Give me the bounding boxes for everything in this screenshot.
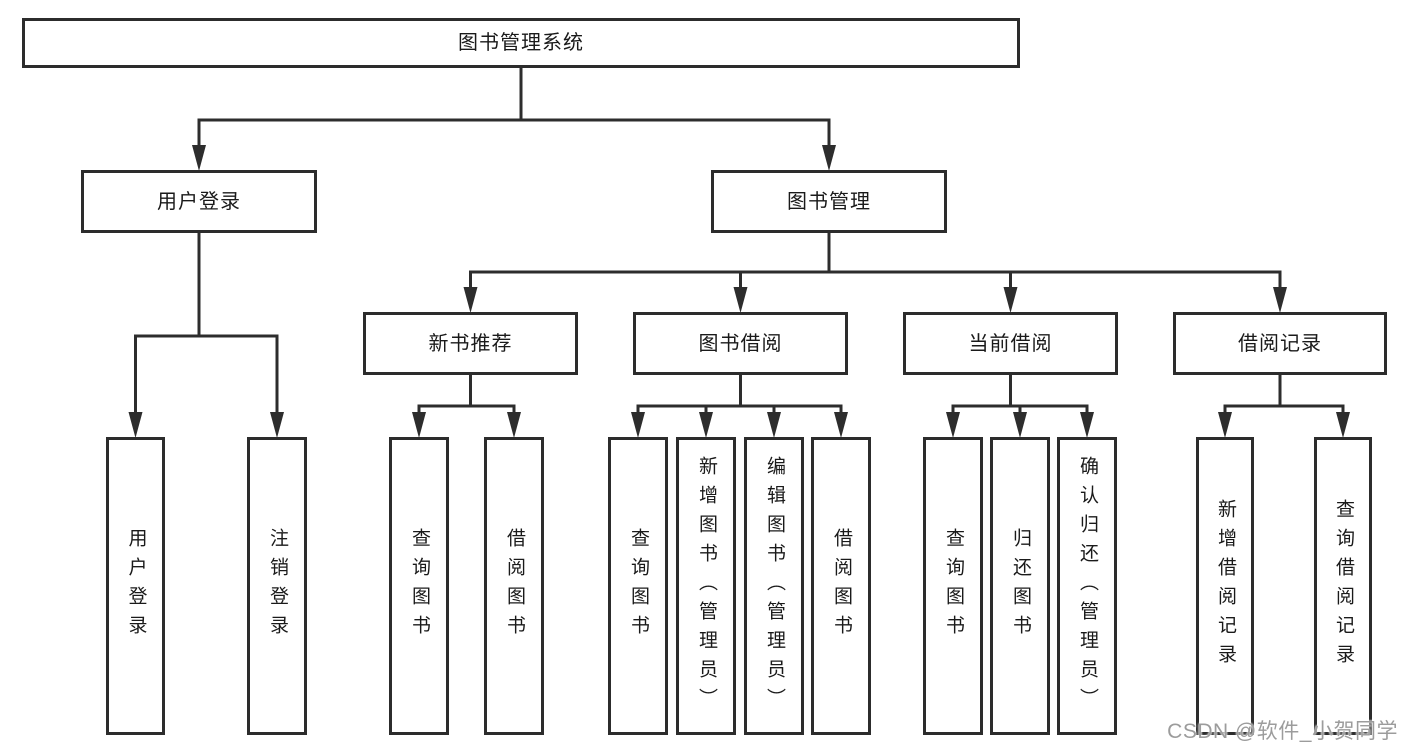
node-current-borrow: 当前借阅: [903, 312, 1118, 375]
node-book-borrow: 图书借阅: [633, 312, 848, 375]
arrowhead-icon: [463, 287, 478, 313]
arrowhead-icon: [1013, 412, 1027, 438]
watermark: CSDN @软件_小贺同学: [1167, 720, 1398, 743]
node-leaf-bb-borrow: 借阅图书: [811, 437, 871, 735]
node-leaf-bb-edit: 编辑图书（管理员）: [744, 437, 804, 735]
arrowhead-icon: [822, 145, 836, 171]
arrowhead-icon: [631, 412, 645, 438]
node-leaf-bb-query: 查询图书: [608, 437, 668, 735]
node-leaf-bb-add: 新增图书（管理员）: [676, 437, 736, 735]
node-leaf-rec-borrow: 借阅图书: [484, 437, 544, 735]
node-book-mgmt: 图书管理: [711, 170, 947, 233]
node-leaf-logout: 注销登录: [247, 437, 307, 735]
node-user-login: 用户登录: [81, 170, 317, 233]
node-borrow-record: 借阅记录: [1173, 312, 1387, 375]
arrowhead-icon: [834, 412, 848, 438]
node-leaf-br-query: 查询借阅记录: [1314, 437, 1372, 735]
arrowhead-icon: [412, 412, 426, 438]
arrowhead-icon: [507, 412, 521, 438]
node-leaf-cb-return: 归还图书: [990, 437, 1050, 735]
arrowhead-icon: [1336, 412, 1350, 438]
arrowhead-icon: [192, 145, 206, 171]
arrowhead-icon: [1273, 287, 1287, 313]
arrowhead-icon: [699, 412, 713, 438]
node-leaf-cb-confirm: 确认归还（管理员）: [1057, 437, 1117, 735]
node-leaf-br-add: 新增借阅记录: [1196, 437, 1254, 735]
node-new-book-rec: 新书推荐: [363, 312, 578, 375]
arrowhead-icon: [1080, 412, 1094, 438]
node-leaf-cb-query: 查询图书: [923, 437, 983, 735]
arrowhead-icon: [733, 287, 748, 313]
arrowhead-icon: [946, 412, 960, 438]
node-leaf-rec-query: 查询图书: [389, 437, 449, 735]
arrowhead-icon: [270, 412, 284, 438]
node-leaf-user-login: 用户登录: [106, 437, 165, 735]
arrowhead-icon: [128, 412, 143, 438]
arrowhead-icon: [767, 412, 781, 438]
node-root: 图书管理系统: [22, 18, 1020, 68]
arrowhead-icon: [1003, 287, 1018, 313]
arrowhead-icon: [1218, 412, 1232, 438]
